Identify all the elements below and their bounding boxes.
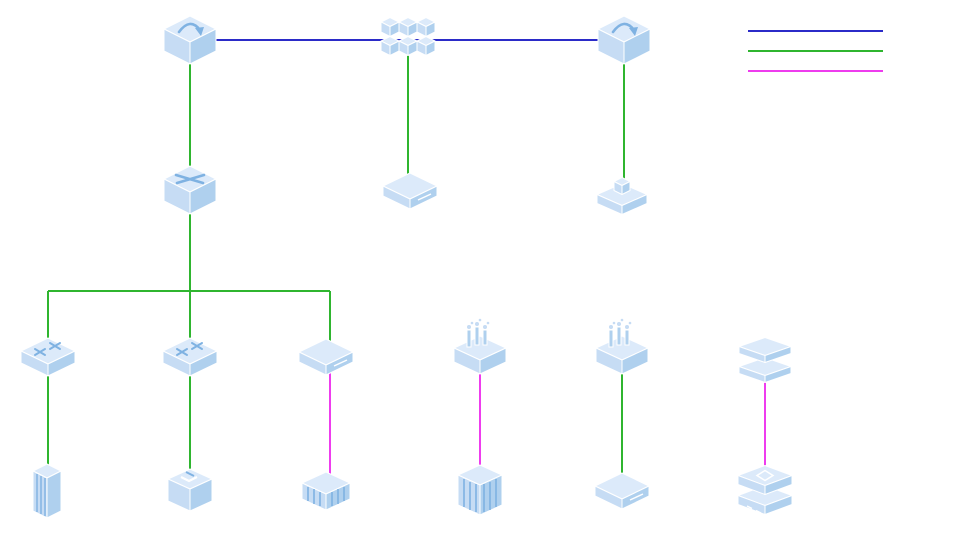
node-server-building[interactable]: [457, 464, 503, 516]
node-router-top-left[interactable]: [163, 15, 217, 65]
node-edge-switch-1[interactable]: [20, 337, 76, 377]
node-storage-array[interactable]: [737, 465, 793, 515]
node-ups-unit[interactable]: [167, 468, 213, 512]
node-tower-server[interactable]: [32, 463, 62, 519]
node-vented-unit[interactable]: [301, 471, 351, 511]
node-core-cube-cluster[interactable]: [380, 17, 436, 56]
node-stacked-unit[interactable]: [738, 337, 792, 383]
node-appliance-bottom[interactable]: [594, 472, 650, 510]
node-shelf-unit[interactable]: [298, 338, 354, 376]
node-router-top-right[interactable]: [597, 15, 651, 65]
node-appliance-mid[interactable]: [382, 172, 438, 210]
node-edge-switch-2[interactable]: [162, 337, 218, 377]
node-plant-1[interactable]: [453, 318, 507, 375]
node-plant-2[interactable]: [595, 318, 649, 375]
node-access-point[interactable]: [596, 177, 648, 215]
node-distribution-switch[interactable]: [163, 165, 217, 215]
